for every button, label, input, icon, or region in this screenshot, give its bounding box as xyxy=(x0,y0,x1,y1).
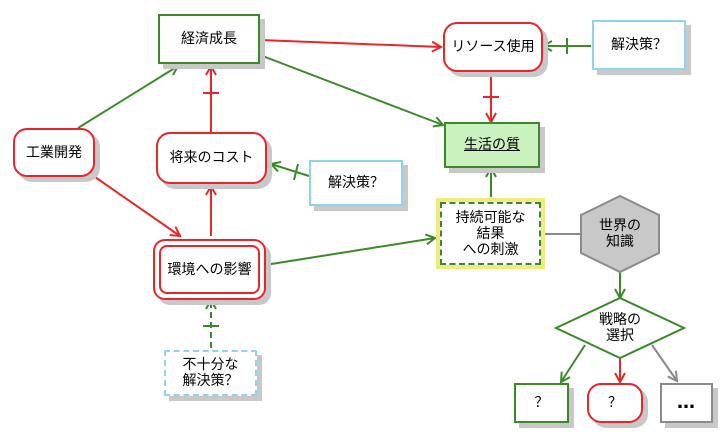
node-solution-top[interactable]: 解決策？ xyxy=(592,20,686,70)
edge-growth-to-resource xyxy=(259,39,441,47)
node-environmental-impact[interactable]: 環境への影響 xyxy=(153,239,266,300)
node-sustainable-stimulus[interactable]: 持続可能な 結果 への刺激 xyxy=(436,198,545,269)
edge-solution-to-cost xyxy=(271,164,310,177)
node-industrial-development[interactable]: 工業開発 xyxy=(13,128,95,177)
node-more-ellipsis[interactable]: … xyxy=(660,383,713,423)
node-future-cost[interactable]: 将来のコスト xyxy=(156,132,267,184)
edge-strategy-to-q-green xyxy=(561,344,586,382)
node-sustainable-stimulus-label: 持続可能な 結果 への刺激 xyxy=(440,202,541,265)
inhibit-bar-solution-cost xyxy=(293,163,299,181)
node-world-knowledge-label[interactable]: 世界の 知識 xyxy=(599,218,641,250)
edge-strategy-to-more xyxy=(651,344,677,381)
edge-industry-to-impact xyxy=(94,176,180,236)
node-question-green[interactable]: ？ xyxy=(514,383,569,423)
knowledge-hexagon xyxy=(580,194,660,274)
edge-impact-to-sustain xyxy=(264,238,435,266)
node-economic-growth[interactable]: 経済成長 xyxy=(158,14,260,64)
edge-industry-to-growth xyxy=(77,66,178,129)
edge-growth-to-quality xyxy=(259,54,443,125)
node-question-red[interactable]: ？ xyxy=(587,383,643,423)
node-quality-of-life[interactable]: 生活の質 xyxy=(444,122,540,168)
node-solution-mid[interactable]: 解決策？ xyxy=(309,160,403,206)
node-resource-use[interactable]: リソース使用 xyxy=(443,22,543,72)
node-strategy-choice-label[interactable]: 戦略の 選択 xyxy=(599,312,641,344)
strategy-diamond xyxy=(553,296,687,360)
node-insufficient-solution[interactable]: 不十分な 解決策？ xyxy=(164,350,257,396)
